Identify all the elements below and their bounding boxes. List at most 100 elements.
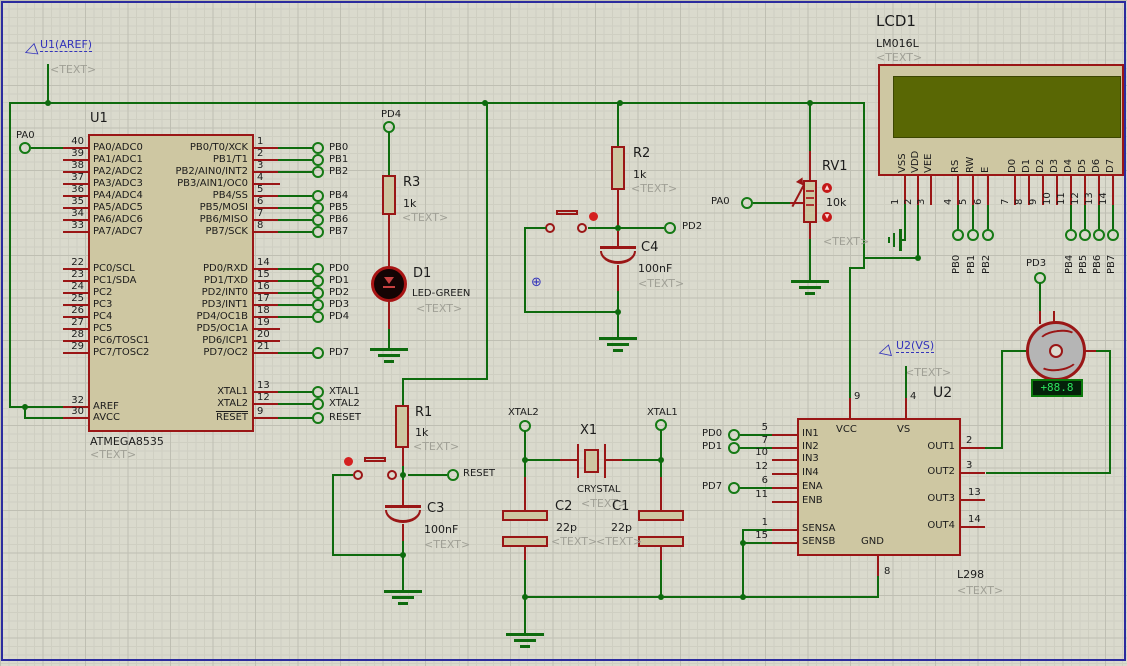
terminal[interactable] (312, 386, 324, 398)
pin (524, 477, 526, 510)
terminal[interactable] (312, 226, 324, 238)
resistor-r2[interactable] (611, 146, 625, 190)
terminal[interactable] (728, 429, 740, 441)
capacitor-c1[interactable] (638, 536, 684, 547)
pin (253, 304, 278, 306)
terminal[interactable] (447, 469, 459, 481)
terminal-label: PA0 (16, 130, 35, 141)
pin-number: 33 (71, 220, 84, 231)
probe-label[interactable]: U1(AREF) (40, 38, 93, 52)
wire (278, 304, 313, 306)
terminal-label: PB2 (329, 166, 349, 177)
terminal[interactable] (312, 287, 324, 299)
wire (877, 576, 879, 598)
pin (560, 459, 577, 461)
text-placeholder: <TEXT> (413, 440, 460, 453)
wire (524, 459, 526, 479)
pin (917, 175, 919, 205)
u2-chip[interactable] (797, 418, 961, 556)
x1-value: CRYSTAL (577, 484, 621, 495)
pin-name: E (980, 166, 991, 173)
terminal[interactable] (728, 442, 740, 454)
terminal[interactable] (1079, 229, 1091, 241)
wire (986, 472, 1111, 474)
capacitor-c2[interactable] (502, 536, 548, 547)
wire (618, 227, 664, 229)
terminal[interactable] (982, 229, 994, 241)
button-state-dot[interactable] (589, 212, 598, 221)
crystal-electrode (604, 444, 606, 478)
terminal[interactable] (1107, 229, 1119, 241)
terminal[interactable] (312, 299, 324, 311)
motor-shaft (1049, 344, 1063, 358)
wire (402, 378, 404, 406)
pin-number: 2 (903, 198, 914, 205)
wire (617, 291, 619, 339)
terminal[interactable] (312, 347, 324, 359)
terminal[interactable] (741, 197, 753, 209)
terminal-label: PD1 (702, 441, 723, 452)
terminal[interactable] (967, 229, 979, 241)
probe-label[interactable]: U2(VS) (896, 339, 935, 353)
pot-decrease-button[interactable]: ▼ (822, 212, 832, 222)
pin-number: 34 (71, 208, 84, 219)
terminal[interactable] (312, 142, 324, 154)
terminal[interactable] (312, 263, 324, 275)
pin-number: 13 (257, 380, 270, 391)
pin-name: SENSB (802, 536, 836, 547)
terminal[interactable] (728, 482, 740, 494)
pin (253, 171, 278, 173)
resistor-r3[interactable] (382, 175, 396, 215)
terminal[interactable] (312, 275, 324, 287)
terminal[interactable] (952, 229, 964, 241)
pin-name: PA5/ADC5 (93, 202, 143, 213)
terminal[interactable] (312, 154, 324, 166)
pin-number: 6 (973, 198, 984, 205)
terminal-label: PD2 (329, 287, 350, 298)
led-glyph (384, 277, 394, 284)
pin (63, 417, 88, 419)
capacitor-c3-plate[interactable] (385, 505, 421, 508)
pin (253, 280, 278, 282)
pot-increase-button[interactable]: ▲ (822, 183, 832, 193)
pin-number: 1 (890, 198, 901, 205)
u1-chip[interactable] (88, 134, 254, 432)
led-d1[interactable] (371, 266, 407, 302)
capacitor-c1[interactable] (638, 510, 684, 521)
pin-number: 16 (257, 281, 270, 292)
terminal[interactable] (312, 166, 324, 178)
capacitor-c4-plate[interactable] (600, 246, 636, 249)
terminal[interactable] (1093, 229, 1105, 241)
terminal[interactable] (312, 398, 324, 410)
terminal[interactable] (1065, 229, 1077, 241)
pin (402, 480, 404, 505)
pin-name: IN3 (802, 453, 819, 464)
resistor-r1[interactable] (395, 405, 409, 448)
pin-number: 38 (71, 160, 84, 171)
pin (809, 151, 811, 181)
u1-part: ATMEGA8535 (90, 435, 164, 448)
terminal[interactable] (312, 311, 324, 323)
junction-dot (615, 309, 621, 315)
wire (47, 64, 49, 103)
terminal[interactable] (312, 202, 324, 214)
terminal[interactable] (312, 412, 324, 424)
terminal[interactable] (312, 214, 324, 226)
button-actuator[interactable] (556, 210, 578, 215)
capacitor-c2[interactable] (502, 510, 548, 521)
terminal[interactable] (664, 222, 676, 234)
terminal-label: PB0 (329, 142, 349, 153)
u2-ref: U2 (933, 385, 953, 401)
terminal[interactable] (312, 190, 324, 202)
button-state-dot[interactable] (344, 457, 353, 466)
r2-ref: R2 (633, 146, 651, 161)
terminal[interactable] (19, 142, 31, 154)
crystal-x1[interactable] (584, 449, 599, 473)
pin (1084, 175, 1086, 205)
button-actuator[interactable] (364, 457, 386, 462)
terminal-label: PB6 (329, 214, 349, 225)
d1-ref: D1 (413, 266, 432, 281)
ground-symbol (886, 229, 902, 251)
pin-number: 1 (257, 136, 264, 147)
potentiometer-rv1[interactable] (803, 180, 817, 223)
